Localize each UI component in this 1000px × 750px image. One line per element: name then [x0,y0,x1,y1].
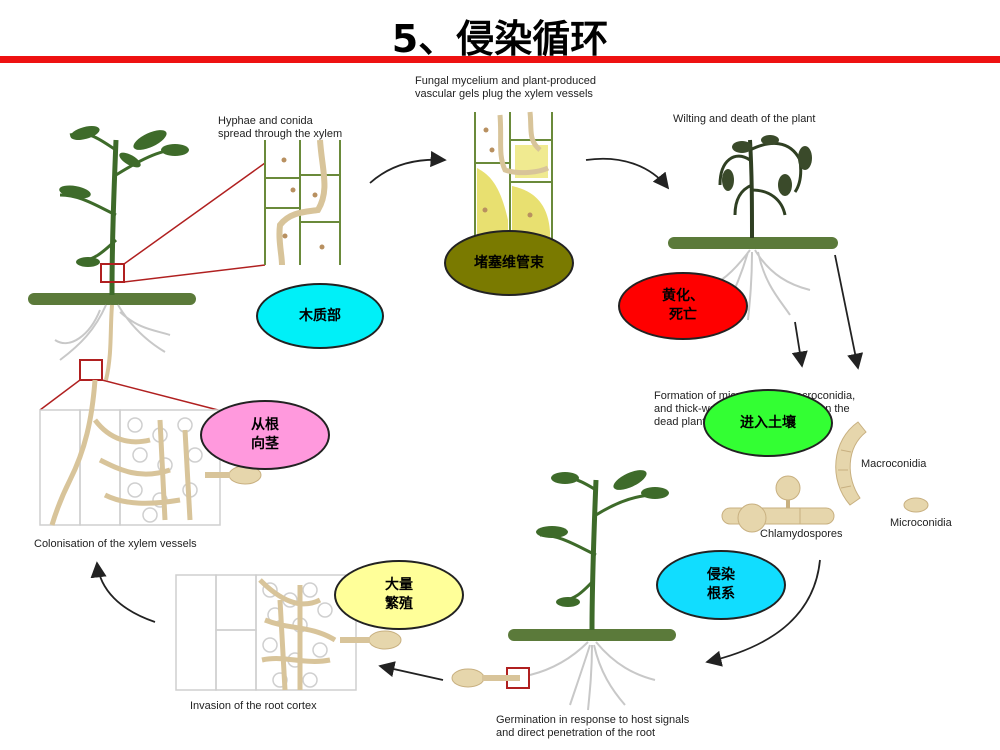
bubble-proliferate: 大量 繁殖 [334,560,464,630]
bubble-infect-root: 侵染 根系 [656,550,786,620]
bubble-yellowing-death: 黄化、 死亡 [618,272,748,340]
caption-germination: Germination in response to host signals … [496,714,690,739]
healthy-plant-top-left [28,126,266,411]
wilted-plant [668,135,838,321]
title-underline [0,56,1000,63]
label-macroconidia: Macroconidia [861,458,927,470]
xylem-vessel-closeup [264,139,345,266]
plugged-vessel-closeup [474,111,553,240]
caption-xylem-spread: Hyphae and conida spread through the xyl… [218,115,343,140]
root-cortex-invasion [175,574,402,691]
caption-wilting: Wilting and death of the plant [673,113,816,125]
germinating-spore [451,668,520,688]
page-title: 5、侵染循环 [391,17,609,61]
bubble-xylem: 木质部 [256,283,384,349]
bubble-root-to-stem: 从根 向茎 [200,400,330,470]
xylem-colonisation [39,379,262,526]
caption-colonisation: Colonisation of the xylem vessels [34,538,197,550]
healthy-plant-bottom [506,470,676,711]
bubble-vessel-plug: 堵塞维管束 [444,230,574,296]
spores-illustration [721,421,929,533]
caption-vessel-plug: Fungal mycelium and plant-produced vascu… [415,75,596,100]
bubble-enter-soil: 进入土壤 [703,389,833,457]
label-microconidia: Microconidia [890,517,952,529]
label-chlamydospores: Chlamydospores [760,528,843,540]
caption-invasion: Invasion of the root cortex [190,700,317,712]
cycle-arrows [90,150,864,681]
